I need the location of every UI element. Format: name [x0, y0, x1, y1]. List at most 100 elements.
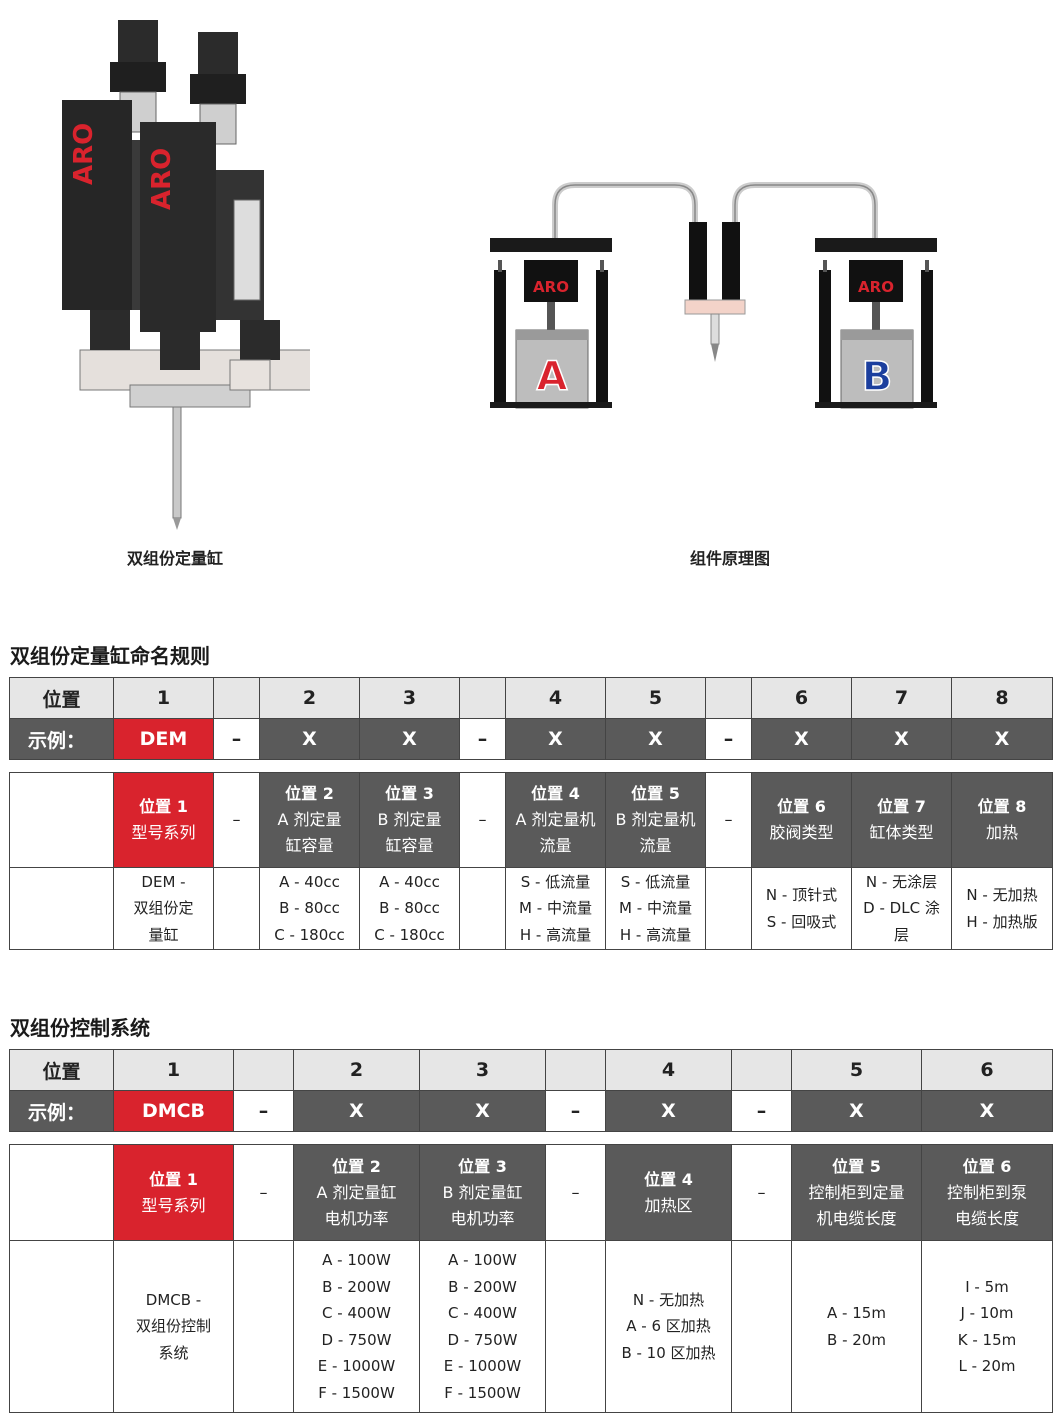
- desc-dash: –: [233, 1144, 294, 1241]
- position-cell: 4: [505, 677, 606, 719]
- example-cell: X: [851, 718, 952, 760]
- option-empty: [705, 867, 752, 950]
- example-cell: X: [293, 1090, 420, 1132]
- example-cell: X: [791, 1090, 922, 1132]
- position-cell: 1: [113, 1049, 234, 1091]
- example-label: 示例：: [9, 718, 114, 760]
- position-cell: 6: [751, 677, 852, 719]
- aro-logo-left: ARO: [69, 123, 99, 185]
- option-empty: [459, 867, 506, 950]
- example-dash: –: [545, 1090, 606, 1132]
- table1-title: 双组份定量缸命名规则: [10, 644, 210, 668]
- example-cell: X: [259, 718, 360, 760]
- example-cell: X: [951, 718, 1053, 760]
- position-cell: 7: [851, 677, 952, 719]
- position-cell: 6: [921, 1049, 1053, 1091]
- position-cell: 4: [605, 1049, 732, 1091]
- position-cell: 1: [113, 677, 214, 719]
- table1-position-table: 位置 1 2 3 4 5 6 7 8 示例： DEM – X X – X X –…: [9, 677, 1053, 760]
- desc-dash: –: [705, 772, 752, 868]
- position-label: 位置: [9, 1049, 114, 1091]
- position-cell: [731, 1049, 792, 1091]
- aro-logo-right: ARO: [147, 148, 177, 210]
- position-cell: 5: [791, 1049, 922, 1091]
- desc-dash: –: [731, 1144, 792, 1241]
- position-cell: 2: [259, 677, 360, 719]
- position-cell: [705, 677, 752, 719]
- option-cell: DEM -双组份定量缸: [113, 867, 214, 950]
- example-cell: X: [921, 1090, 1053, 1132]
- table2-example-row: 示例： DMCB – X X – X – X X: [9, 1090, 1053, 1132]
- table2-position-table: 位置 1 2 3 4 5 6 示例： DMCB – X X – X – X X: [9, 1049, 1053, 1132]
- option-empty: [233, 1240, 294, 1413]
- table2-position-row: 位置 1 2 3 4 5 6: [9, 1049, 1053, 1091]
- position-cell: 3: [359, 677, 460, 719]
- example-cell: X: [751, 718, 852, 760]
- example-dash: –: [213, 718, 260, 760]
- example-dash: –: [233, 1090, 294, 1132]
- desc-dash: –: [213, 772, 260, 868]
- table1-position-row: 位置 1 2 3 4 5 6 7 8: [9, 677, 1053, 719]
- position-cell: [233, 1049, 294, 1091]
- example-cell: DEM: [113, 718, 214, 760]
- option-empty: [9, 1240, 114, 1413]
- position-cell: 8: [951, 677, 1053, 719]
- dual-metering-cylinder-image: ARO ARO: [62, 20, 310, 530]
- position-cell: [213, 677, 260, 719]
- tank-a-label: A: [537, 354, 568, 400]
- component-principle-diagram: ARO A ARO B: [490, 182, 937, 409]
- example-dash: –: [731, 1090, 792, 1132]
- table1-example-row: 示例： DEM – X X – X X – X X X: [9, 718, 1053, 760]
- dispense-head: [684, 222, 746, 362]
- table2-title: 双组份控制系统: [10, 1016, 150, 1040]
- position-cell: 2: [293, 1049, 420, 1091]
- tank-b-brand: ARO: [858, 278, 894, 296]
- position-label: 位置: [9, 677, 114, 719]
- product-caption: 双组份定量缸: [126, 549, 223, 568]
- diagram-caption: 组件原理图: [689, 549, 770, 568]
- desc-empty: [9, 772, 114, 868]
- option-empty: [213, 867, 260, 950]
- example-cell: X: [359, 718, 460, 760]
- option-empty: [545, 1240, 606, 1413]
- example-dash: –: [459, 718, 506, 760]
- option-empty: [731, 1240, 792, 1413]
- tank-b-assembly: ARO B: [815, 238, 937, 409]
- position-cell: [545, 1049, 606, 1091]
- example-cell: DMCB: [113, 1090, 234, 1132]
- tank-a-brand: ARO: [533, 278, 569, 296]
- tank-a-assembly: ARO A: [490, 238, 612, 409]
- example-cell: X: [605, 1090, 732, 1132]
- example-label: 示例：: [9, 1090, 114, 1132]
- position-cell: 3: [419, 1049, 546, 1091]
- example-dash: –: [705, 718, 752, 760]
- desc-dash: –: [545, 1144, 606, 1241]
